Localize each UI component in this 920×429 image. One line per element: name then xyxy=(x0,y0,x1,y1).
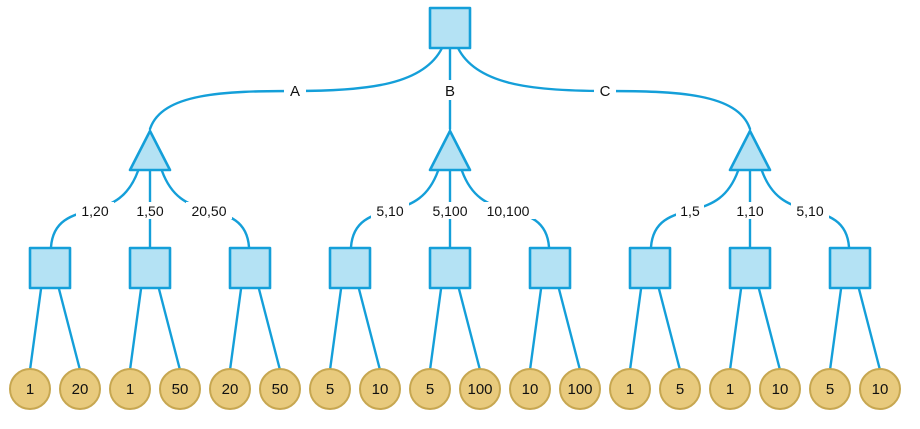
decision-node-a2 xyxy=(128,246,172,290)
leaf-node-a1-1 xyxy=(9,368,51,410)
label-background xyxy=(76,202,114,219)
payoff-value-c1-1: 1 xyxy=(626,381,634,398)
branch-label-a: A xyxy=(290,83,300,100)
leaf-edge-b1-1 xyxy=(328,287,343,372)
leaf-edge-c3-2 xyxy=(857,287,882,372)
label-background xyxy=(284,80,306,100)
leaf-node-b2-2 xyxy=(459,368,501,410)
leaf-node-b3-2 xyxy=(559,368,601,410)
leaf-node-c2-1 xyxy=(709,368,751,410)
leaf-edge-a1-2 xyxy=(57,287,82,372)
outcome-edge-label-c2: 1,10 xyxy=(736,203,763,219)
leaf-edge-b2-2 xyxy=(457,287,482,372)
root-decision-node xyxy=(428,6,472,50)
outcome-edge-label-b3: 10,100 xyxy=(487,203,530,219)
outcome-edge-label-c3: 5,10 xyxy=(796,203,823,219)
leaf-edge-a3-2 xyxy=(257,287,282,372)
chance-node-c xyxy=(728,129,772,172)
leaf-node-c1-1 xyxy=(609,368,651,410)
leaf-edge-a2-1 xyxy=(128,287,143,372)
label-background xyxy=(186,202,232,219)
leaf-edge-b1-2 xyxy=(357,287,382,372)
label-background xyxy=(791,202,829,219)
label-background xyxy=(731,202,769,219)
payoff-value-c3-2: 10 xyxy=(872,381,889,398)
label-background xyxy=(676,202,704,219)
payoff-value-b3-1: 10 xyxy=(522,381,539,398)
label-background xyxy=(481,202,535,219)
leaf-edge-b3-1 xyxy=(528,287,543,372)
payoff-value-a3-2: 50 xyxy=(272,381,289,398)
payoff-value-b1-2: 10 xyxy=(372,381,389,398)
branch-label-b: B xyxy=(445,83,455,100)
leaf-edge-c1-1 xyxy=(628,287,643,372)
payoff-value-c1-2: 5 xyxy=(676,381,684,398)
label-background xyxy=(371,202,409,219)
payoff-value-b1-1: 5 xyxy=(326,381,334,398)
outcome-edge-label-a3: 20,50 xyxy=(191,203,226,219)
decision-node-b3 xyxy=(528,246,572,290)
leaf-node-a1-2 xyxy=(59,368,101,410)
payoff-value-c2-1: 1 xyxy=(726,381,734,398)
payoff-value-a1-2: 20 xyxy=(72,381,89,398)
leaf-node-b3-1 xyxy=(509,368,551,410)
leaf-edge-a3-1 xyxy=(228,287,243,372)
leaf-edge-c1-2 xyxy=(657,287,682,372)
leaf-edge-b3-2 xyxy=(557,287,582,372)
payoff-value-c3-1: 5 xyxy=(826,381,834,398)
decision-node-c3 xyxy=(828,246,872,290)
outcome-edge-label-a2: 1,50 xyxy=(136,203,163,219)
decision-node-b1 xyxy=(328,246,372,290)
leaf-edge-a1-1 xyxy=(28,287,43,372)
leaf-node-c3-2 xyxy=(859,368,901,410)
leaf-node-c2-2 xyxy=(759,368,801,410)
decision-node-a1 xyxy=(28,246,72,290)
label-background xyxy=(427,202,473,219)
label-background xyxy=(594,80,616,100)
decision-node-c2 xyxy=(728,246,772,290)
leaf-node-b2-1 xyxy=(409,368,451,410)
label-background xyxy=(440,80,460,100)
leaf-node-c3-1 xyxy=(809,368,851,410)
decision-node-c1 xyxy=(628,246,672,290)
leaf-node-a2-1 xyxy=(109,368,151,410)
payoff-value-b2-2: 100 xyxy=(467,381,492,398)
leaf-node-a3-1 xyxy=(209,368,251,410)
payoff-value-a1-1: 1 xyxy=(26,381,34,398)
chance-node-a xyxy=(128,129,172,172)
payoff-value-c2-2: 10 xyxy=(772,381,789,398)
leaf-node-a3-2 xyxy=(259,368,301,410)
payoff-value-b3-2: 100 xyxy=(567,381,592,398)
payoff-value-a3-1: 20 xyxy=(222,381,239,398)
payoff-value-a2-2: 50 xyxy=(172,381,189,398)
leaf-node-c1-2 xyxy=(659,368,701,410)
outcome-edge-label-b1: 5,10 xyxy=(376,203,403,219)
payoff-value-b2-1: 5 xyxy=(426,381,434,398)
leaf-node-b1-1 xyxy=(309,368,351,410)
decision-node-b2 xyxy=(428,246,472,290)
leaf-edge-b2-1 xyxy=(428,287,443,372)
branch-label-c: C xyxy=(600,83,611,100)
outcome-edge-label-a1: 1,20 xyxy=(81,203,108,219)
label-background xyxy=(131,202,169,219)
leaf-edge-c2-2 xyxy=(757,287,782,372)
leaf-edge-c2-1 xyxy=(728,287,743,372)
leaf-node-a2-2 xyxy=(159,368,201,410)
outcome-edge-label-b2: 5,100 xyxy=(432,203,467,219)
chance-node-b xyxy=(428,129,472,172)
decision-node-a3 xyxy=(228,246,272,290)
leaf-node-b1-2 xyxy=(359,368,401,410)
payoff-value-a2-1: 1 xyxy=(126,381,134,398)
leaf-edge-c3-1 xyxy=(828,287,843,372)
leaf-edge-a2-2 xyxy=(157,287,182,372)
outcome-edge-label-c1: 1,5 xyxy=(680,203,700,219)
